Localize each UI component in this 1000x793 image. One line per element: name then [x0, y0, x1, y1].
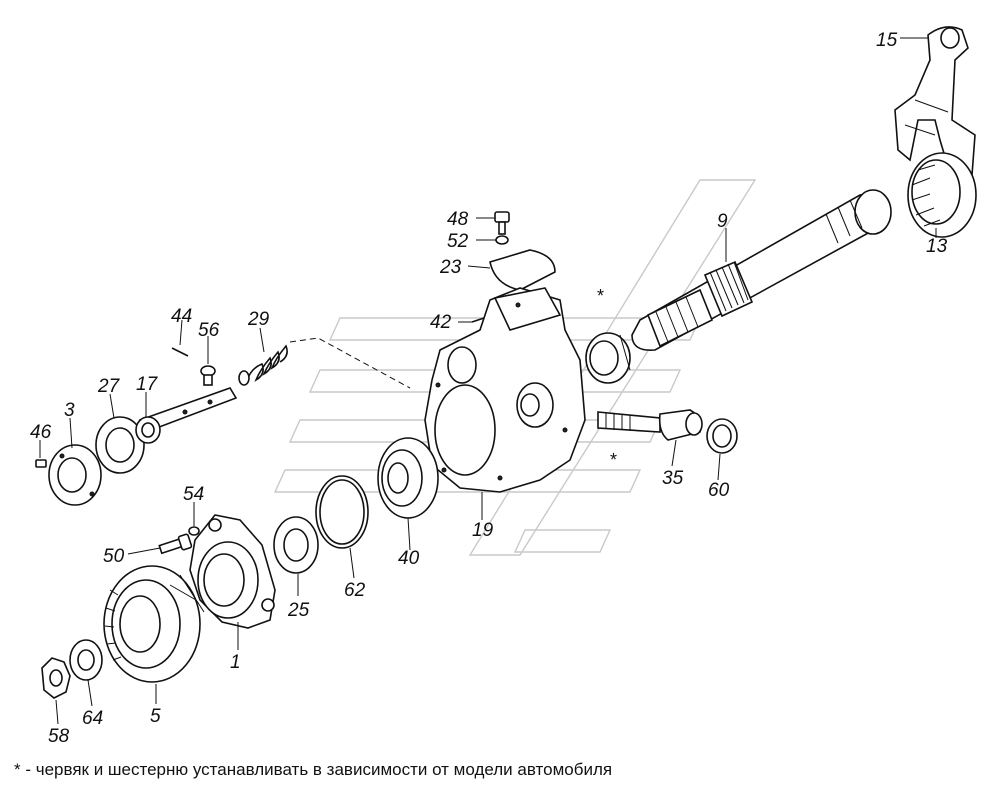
part-52-washer: [495, 235, 509, 245]
part-35-worm-shaft: [597, 409, 703, 441]
part-9-splined-shaft: [631, 189, 892, 352]
part-50-bolt: [158, 533, 193, 555]
label-62: 62: [344, 580, 366, 601]
part-3-cap: [48, 444, 102, 506]
label-19: 19: [472, 520, 494, 541]
label-5: 5: [150, 706, 161, 727]
label-40: 40: [398, 548, 420, 569]
label-48: 48: [447, 209, 469, 230]
label-42: 42: [430, 312, 452, 333]
label-58: 58: [48, 726, 70, 747]
part-40-bearing: [377, 437, 439, 519]
part-58-nut: [41, 657, 71, 699]
part-56-plug: [200, 365, 216, 386]
part-15-shift-fork: [894, 26, 976, 192]
part-46-screw: [35, 459, 47, 468]
label-13: 13: [926, 236, 948, 257]
label-1: 1: [230, 652, 241, 673]
label-23: 23: [439, 257, 462, 278]
label-46: 46: [30, 422, 52, 443]
part-13-gear-sleeve: [907, 152, 977, 238]
part-19-housing: [424, 287, 586, 493]
label-29: 29: [247, 309, 270, 330]
part-23-cover: [489, 249, 556, 291]
part-25-gasket: [273, 516, 319, 574]
part-27-gasket: [95, 416, 145, 474]
star-marked-bearing: [585, 332, 631, 384]
label-56: 56: [198, 320, 220, 341]
part-5-clutch-gear: [103, 565, 205, 683]
label-54: 54: [183, 484, 204, 505]
label-25: 25: [287, 600, 310, 621]
assembly-dashed-line: [289, 337, 411, 389]
star-marker-bearing: *: [597, 286, 604, 306]
part-17-rod: [135, 387, 238, 444]
part-54-washer: [188, 526, 200, 536]
footnote: * - червяк и шестерню устанавливать в за…: [14, 760, 613, 779]
label-44: 44: [171, 306, 192, 327]
label-17: 17: [136, 374, 159, 395]
label-52: 52: [447, 231, 469, 252]
part-62-o-ring: [315, 475, 369, 549]
part-48-bolt: [494, 211, 510, 235]
part-44-pin: [171, 347, 189, 357]
label-3: 3: [64, 400, 75, 421]
part-1-flange-housing: [189, 514, 276, 629]
star-marker-worm: *: [610, 450, 617, 470]
part-labels: 15 13 48 52 23 9 42 44 56 29 27 17 46 3 …: [30, 30, 948, 747]
label-60: 60: [708, 480, 730, 501]
part-29-spring: [238, 344, 288, 386]
part-60-seal-ring: [706, 418, 738, 454]
part-64-washer: [69, 639, 103, 681]
label-35: 35: [662, 468, 684, 489]
label-9: 9: [717, 211, 728, 232]
leader-lines: [39, 37, 937, 725]
label-50: 50: [103, 546, 125, 567]
label-27: 27: [97, 376, 121, 397]
label-64: 64: [82, 708, 103, 729]
label-15: 15: [876, 30, 898, 51]
part-42-stud: [471, 317, 485, 323]
